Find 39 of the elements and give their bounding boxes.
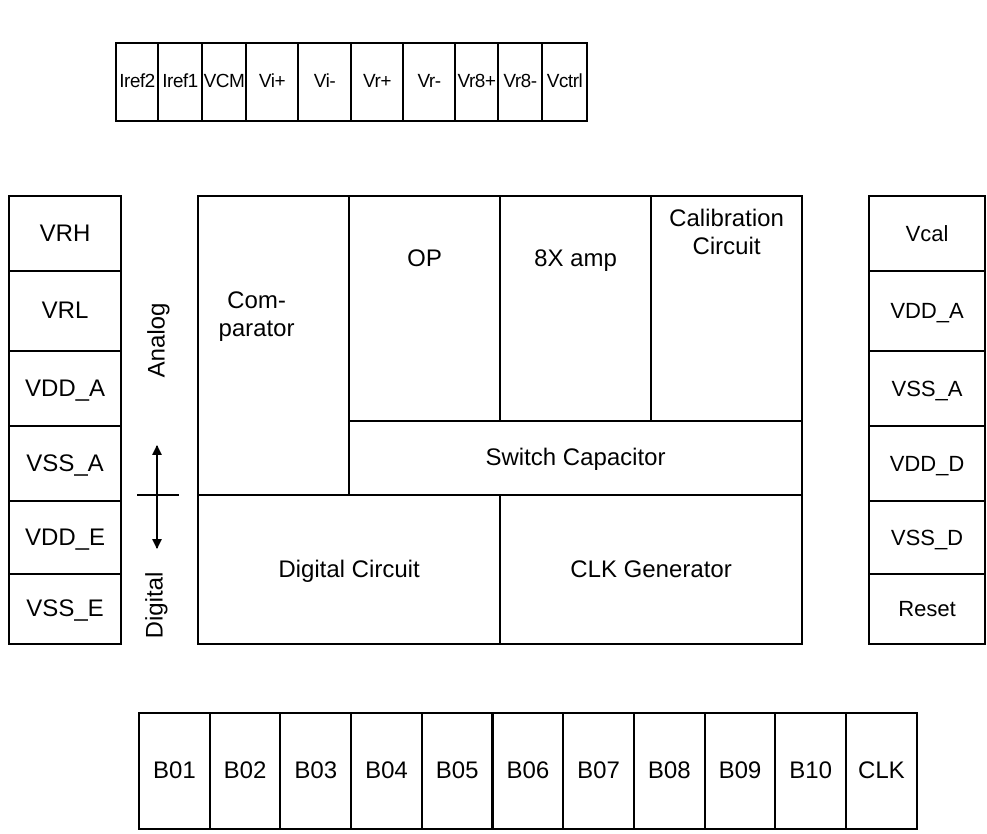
pad-cell: VDD_A [8,350,122,427]
pad-cell: B02 [208,712,282,830]
clock-generator-block: CLK Generator [499,494,803,645]
pad-cell: Iref1 [157,42,203,122]
pad-cell: VDD_A [868,270,986,352]
pad-cell: CLK [845,712,918,830]
pad-cell: VRL [8,270,122,352]
pad-cell: Reset [868,573,986,645]
pad-cell: Vr8- [497,42,543,122]
pad-cell: Vr8+ [454,42,499,122]
pad-cell: B03 [279,712,352,830]
region-label: Analog [142,302,171,378]
pad-cell: VSS_D [868,500,986,575]
pad-cell: Vr- [402,42,456,122]
pad-cell: Vcal [868,195,986,272]
pad-cell: Vr+ [350,42,404,122]
pad-cell: VSS_A [8,425,122,502]
pad-cell: Vctrl [541,42,588,122]
comparator-block: Com- parator [197,195,350,496]
pad-cell: VDD_E [8,500,122,575]
pad-cell: VSS_E [8,573,122,645]
pad-cell: Vi- [297,42,352,122]
pad-cell: B09 [704,712,776,830]
pad-cell: Iref2 [115,42,159,122]
calibration-block: Calibration Circuit [650,195,803,422]
pad-cell: B10 [774,712,847,830]
pad-cell: VRH [8,195,122,272]
pad-cell: VCM [201,42,247,122]
pad-cell: B08 [632,712,706,830]
pad-cell: B01 [138,712,211,830]
pad-cell: B04 [350,712,423,830]
pad-cell: VSS_A [868,350,986,427]
pad-cell: VDD_D [868,425,986,502]
pad-cell: B05 [420,712,494,830]
pad-cell: Vi+ [245,42,299,122]
pad-cell: B07 [562,712,635,830]
region-label: Digital [140,572,169,638]
pad-cell: B06 [492,712,564,830]
digital-circuit-block: Digital Circuit [197,494,501,645]
